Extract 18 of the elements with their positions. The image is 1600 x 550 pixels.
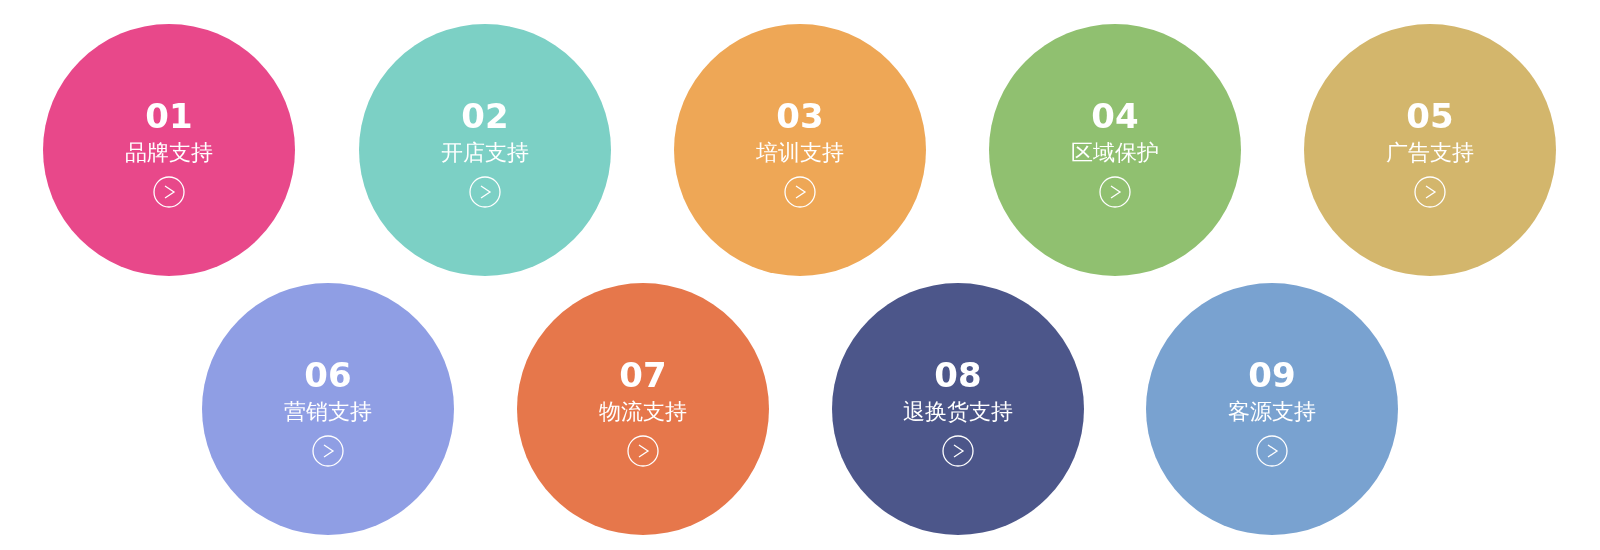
category-label: 培训支持 (756, 139, 844, 167)
category-label: 品牌支持 (125, 139, 213, 167)
number-label: 07 (619, 355, 667, 395)
number-label: 08 (934, 355, 982, 395)
category-label: 物流支持 (599, 398, 687, 426)
number-label: 04 (1091, 96, 1139, 136)
number-label: 09 (1248, 355, 1296, 395)
number-label: 02 (461, 96, 509, 136)
category-label: 开店支持 (441, 139, 529, 167)
category-label: 营销支持 (284, 398, 372, 426)
number-label: 01 (145, 96, 193, 136)
category-label: 广告支持 (1386, 139, 1474, 167)
number-label: 05 (1406, 96, 1454, 136)
category-label: 客源支持 (1228, 398, 1316, 426)
number-label: 06 (304, 355, 352, 395)
number-label: 03 (776, 96, 824, 136)
category-label: 区域保护 (1071, 139, 1159, 167)
category-label: 退换货支持 (903, 398, 1013, 426)
